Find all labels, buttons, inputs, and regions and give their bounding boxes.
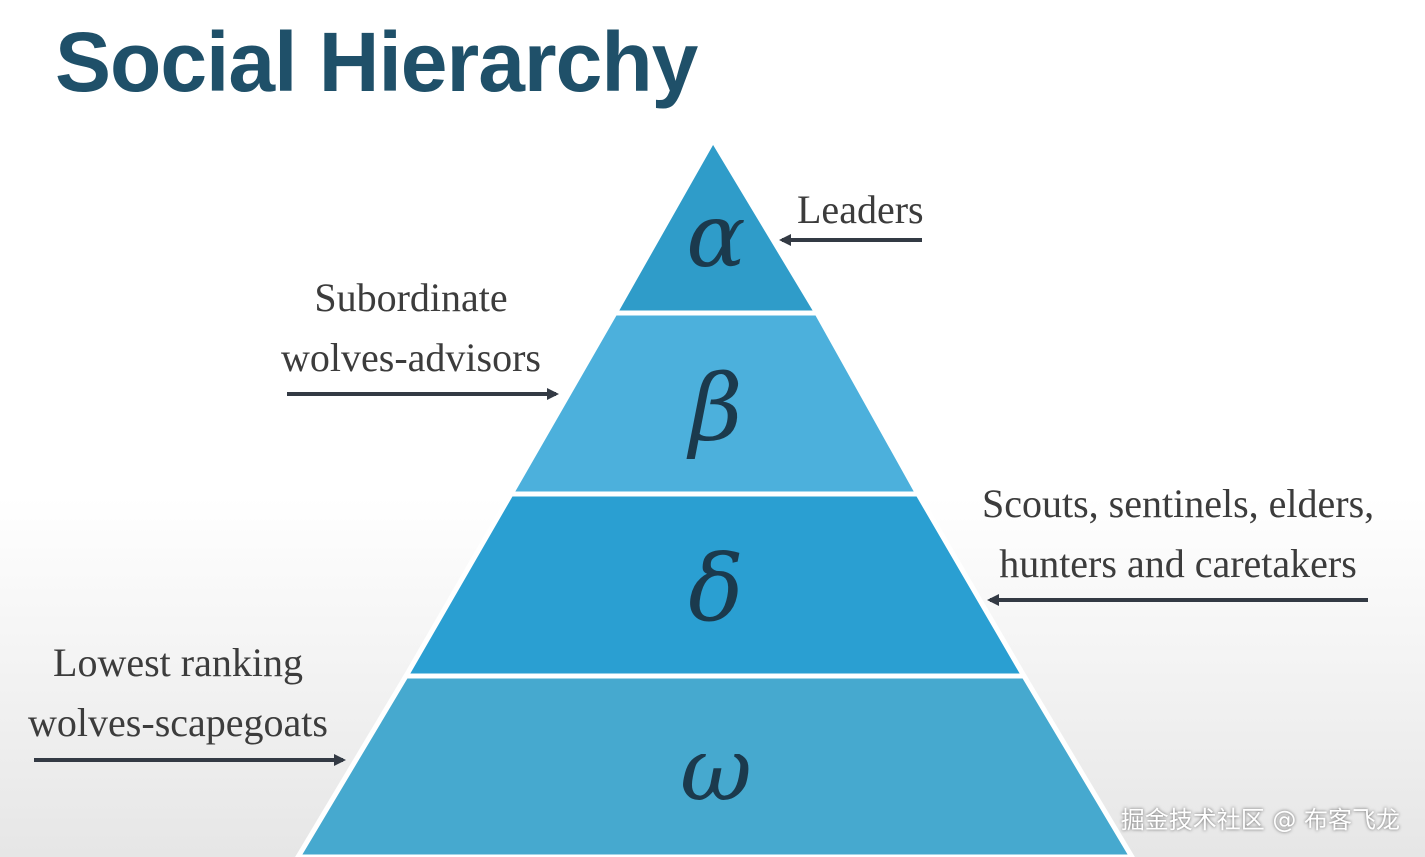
lowest-label-line: Lowest ranking xyxy=(53,640,303,685)
pyramid-tier-omega xyxy=(295,673,1135,857)
lowest-label-line: wolves-scapegoats xyxy=(28,700,328,745)
watermark: 掘金技术社区 @ 布客飞龙 xyxy=(1120,806,1400,834)
page-title: Social Hierarchy xyxy=(55,15,698,109)
subordinate-label-line: Subordinate xyxy=(314,275,508,320)
scouts-label-line: Scouts, sentinels, elders, xyxy=(982,481,1375,526)
subordinate-label: Subordinate wolves-advisors xyxy=(280,268,542,388)
lowest-label: Lowest ranking wolves-scapegoats xyxy=(28,633,328,753)
omega-symbol: ω xyxy=(680,718,752,821)
scouts-label: Scouts, sentinels, elders, hunters and c… xyxy=(982,474,1374,594)
leaders-label-line: Leaders xyxy=(797,187,924,232)
leaders-label: Leaders xyxy=(797,180,924,240)
beta-symbol: β xyxy=(686,355,742,462)
subordinate-label-line: wolves-advisors xyxy=(281,335,541,380)
alpha-symbol: α xyxy=(686,184,745,287)
delta-symbol: δ xyxy=(688,535,743,642)
scouts-label-line: hunters and caretakers xyxy=(999,541,1357,586)
